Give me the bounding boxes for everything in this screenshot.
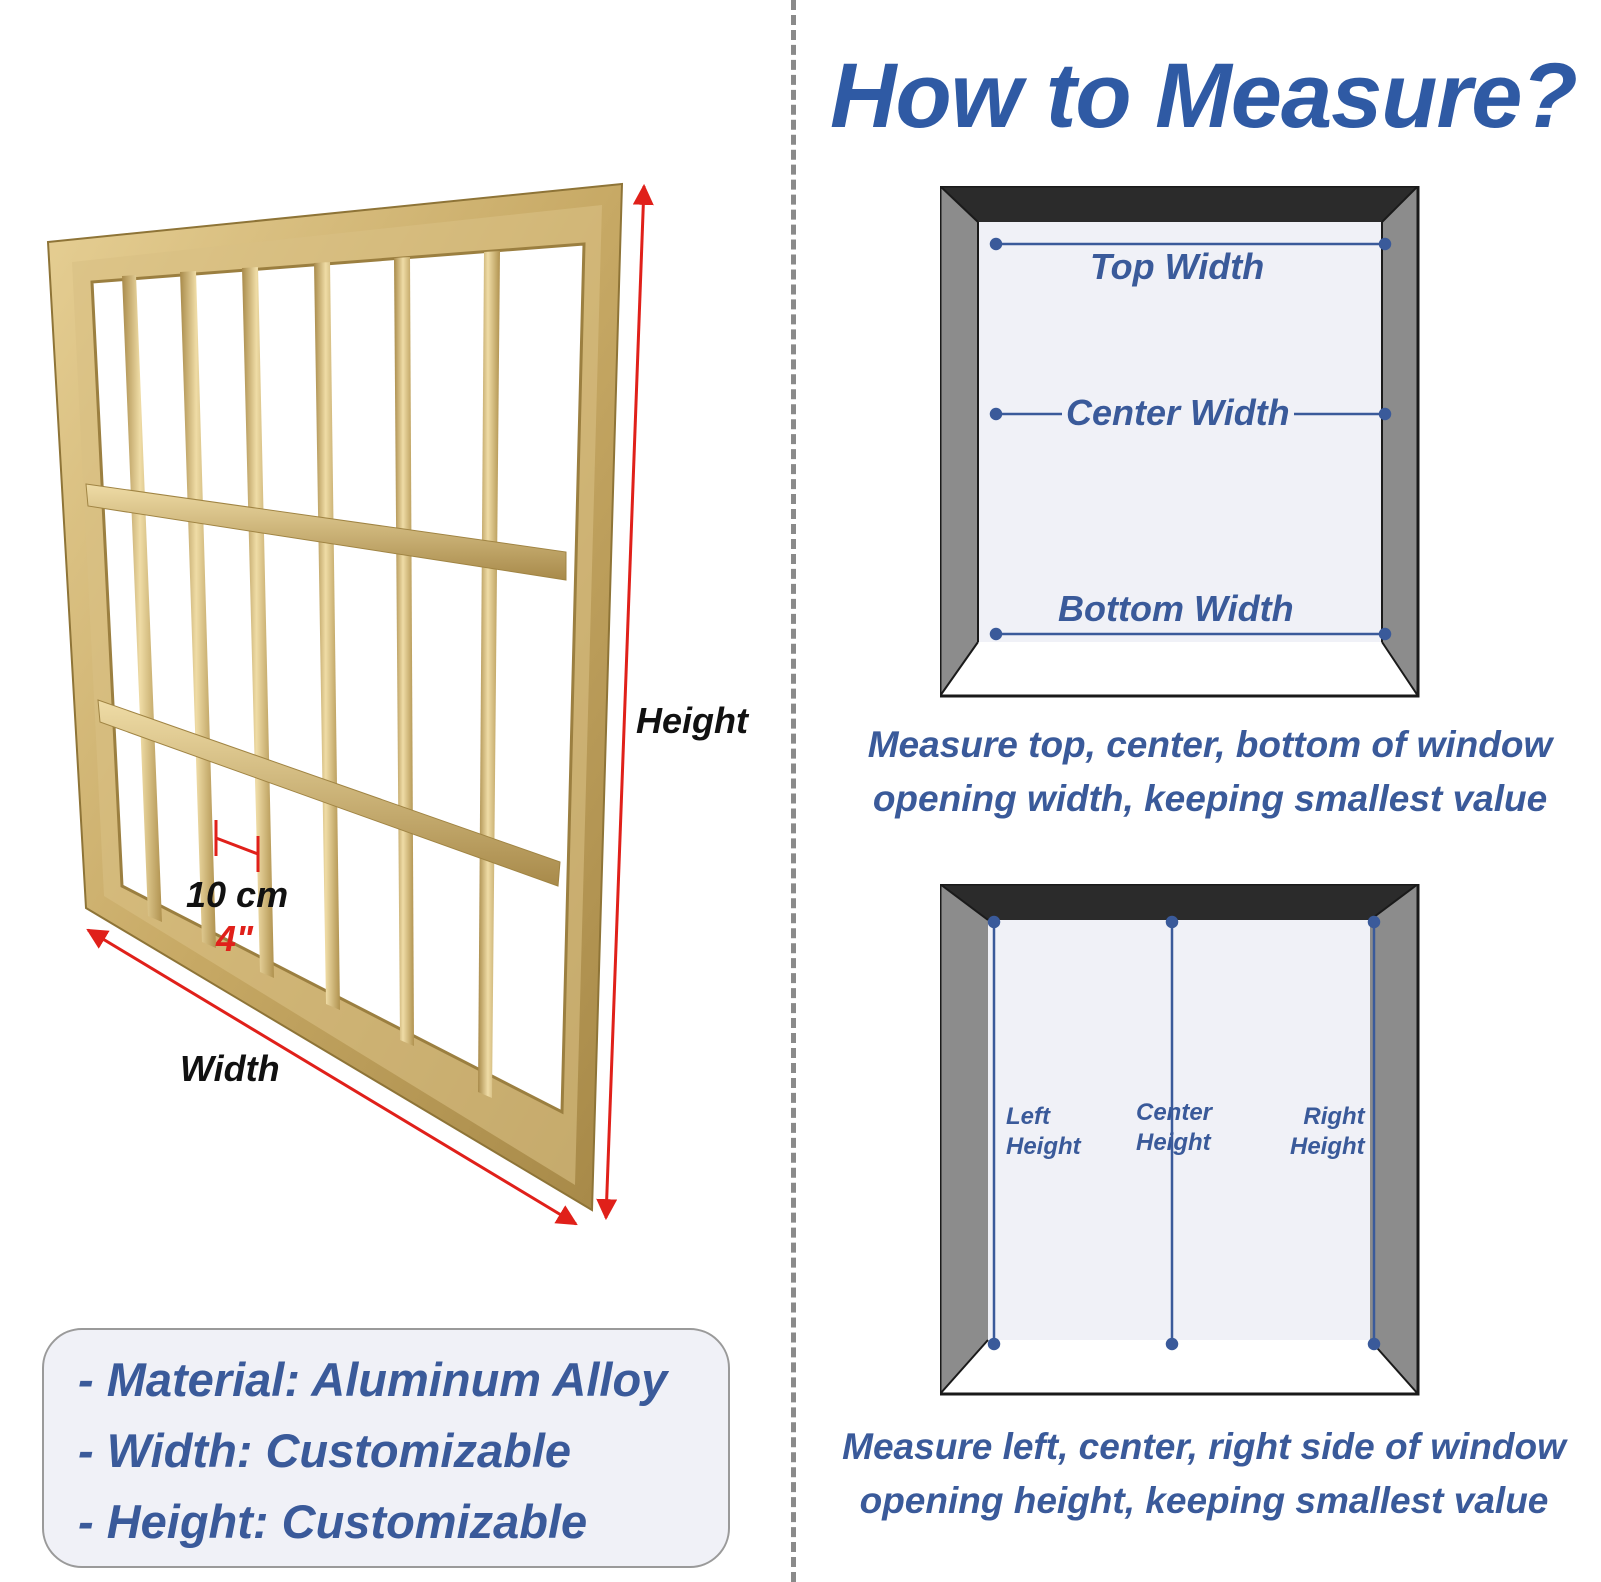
height-measure-diagram xyxy=(940,884,1420,1396)
right-height-line1: Right xyxy=(1303,1103,1365,1130)
height-caption: Measure left, center, right side of wind… xyxy=(808,1420,1600,1528)
width-label: Width xyxy=(180,1048,280,1089)
spec-width: - Width: Customizable xyxy=(78,1424,572,1477)
spacing-metric-label: 10 cm xyxy=(186,874,289,915)
vertical-bars xyxy=(122,251,500,1098)
center-height-line2: Height xyxy=(1136,1129,1211,1156)
height-caption-line2: opening height, keeping smallest value xyxy=(859,1480,1549,1521)
center-width-label: Center Width xyxy=(1062,392,1294,434)
width-caption-line2: opening width, keeping smallest value xyxy=(872,778,1548,819)
window-grille-illustration xyxy=(46,182,654,1226)
left-height-line2: Height xyxy=(1006,1133,1081,1160)
page-title: How to Measure? xyxy=(830,45,1578,147)
height-label: Height xyxy=(636,700,748,741)
bottom-width-label: Bottom Width xyxy=(1058,588,1294,629)
left-height-label: Left Height xyxy=(1006,1102,1081,1162)
spec-height: - Height: Customizable xyxy=(78,1495,588,1548)
spec-box: - Material: Aluminum Alloy - Width: Cust… xyxy=(42,1328,730,1568)
height-arrow xyxy=(596,183,654,1221)
center-height-label: Center Height xyxy=(1136,1098,1212,1158)
horizontal-rails xyxy=(85,483,567,887)
width-caption: Measure top, center, bottom of window op… xyxy=(820,718,1600,826)
spacing-marker xyxy=(214,820,260,872)
top-width-label: Top Width xyxy=(1090,246,1265,287)
width-caption-line1: Measure top, center, bottom of window xyxy=(867,724,1553,765)
width-arrow xyxy=(86,928,578,1226)
right-height-label: Right Height xyxy=(1290,1102,1365,1162)
right-height-line2: Height xyxy=(1290,1133,1365,1160)
spacing-imperial-label: 4" xyxy=(216,918,254,959)
spec-material: - Material: Aluminum Alloy xyxy=(78,1353,668,1406)
center-height-line1: Center xyxy=(1136,1099,1213,1126)
height-caption-line1: Measure left, center, right side of wind… xyxy=(842,1426,1566,1467)
section-divider xyxy=(791,0,796,1582)
left-height-line1: Left xyxy=(1006,1103,1050,1130)
